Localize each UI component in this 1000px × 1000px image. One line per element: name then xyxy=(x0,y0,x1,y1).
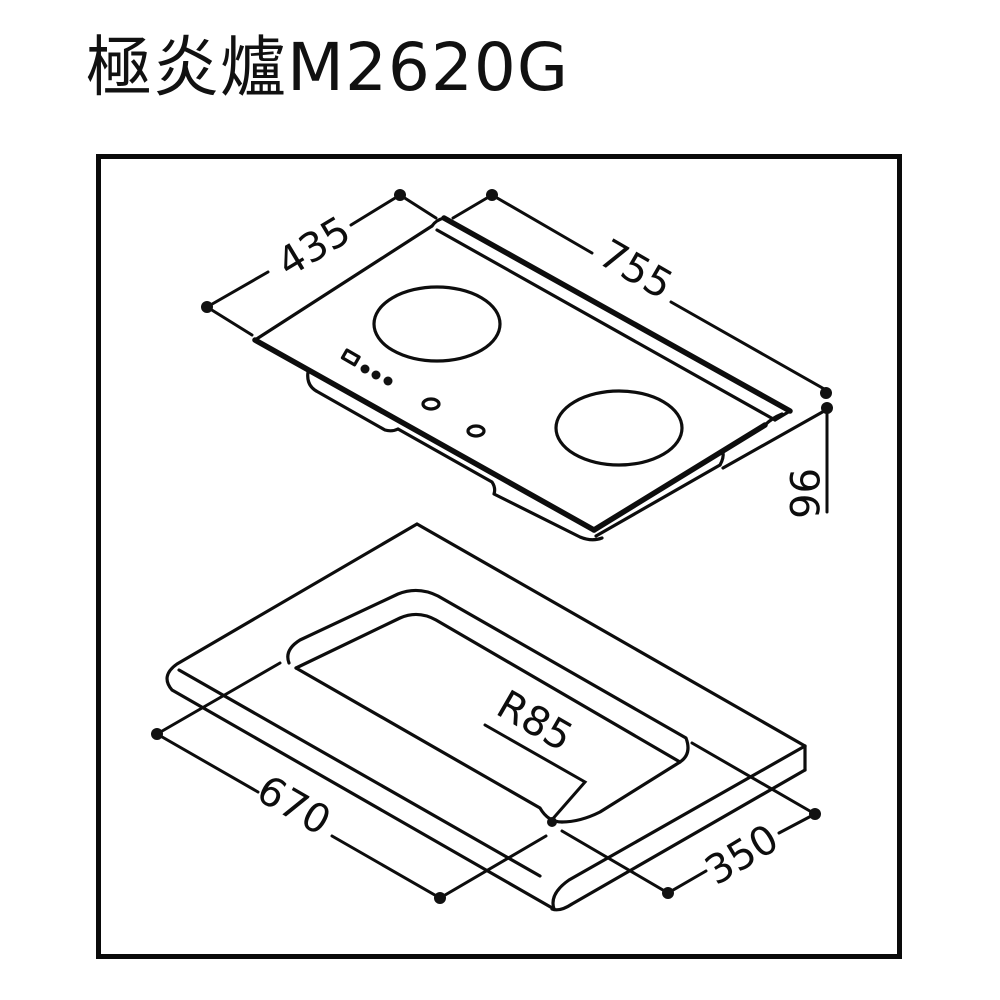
dimension-cooktop-depth: 435 xyxy=(201,189,438,337)
indicator-dot-icon xyxy=(371,370,381,380)
dim-label-350: 350 xyxy=(697,816,786,895)
dim-label-435: 435 xyxy=(269,208,358,287)
knob-left-icon xyxy=(421,397,441,411)
display-icon xyxy=(340,348,361,367)
dim-label-96: 96 xyxy=(780,468,826,519)
drawing-frame xyxy=(96,154,902,959)
page-title: 極炎爐M2620G xyxy=(86,29,570,106)
control-panel xyxy=(340,348,486,438)
dim-label-r85: R85 xyxy=(489,682,580,761)
dimension-cutout-depth: 350 xyxy=(547,741,821,899)
indicator-dot-icon xyxy=(383,376,393,386)
burner-left-icon xyxy=(372,285,502,363)
dimension-cooktop-height: 96 xyxy=(780,402,833,519)
knob-right-icon xyxy=(466,424,486,438)
cooktop-illustration xyxy=(252,215,828,542)
dim-label-755: 755 xyxy=(591,231,680,309)
dimension-cooktop-width: 755 xyxy=(451,189,832,399)
indicator-dot-icon xyxy=(360,364,370,374)
burner-right-icon xyxy=(554,389,684,467)
